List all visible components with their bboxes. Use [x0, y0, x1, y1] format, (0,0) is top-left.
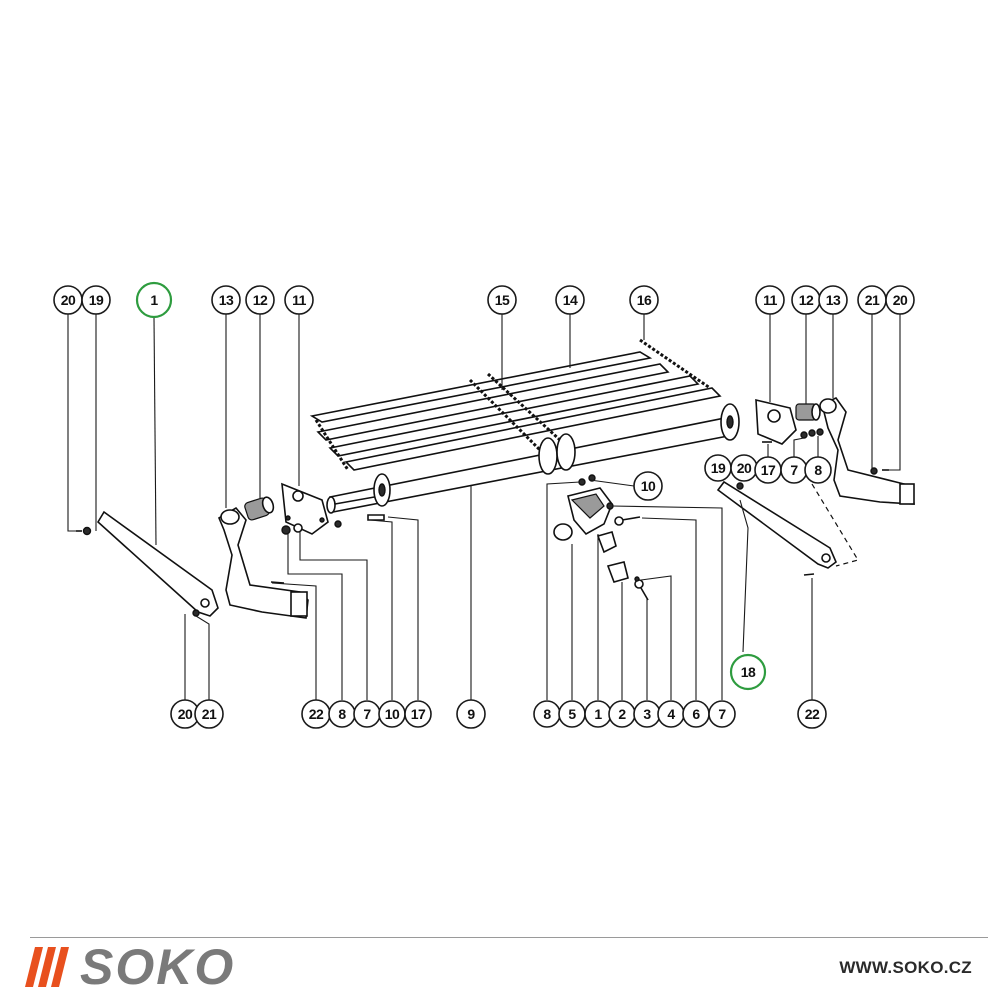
svg-text:8: 8 [543, 706, 551, 722]
svg-text:19: 19 [89, 292, 104, 308]
callouts: 20 19 1 13 12 11 15 14 16 11 12 13 21 20… [53, 281, 915, 729]
callout-8: 8 [804, 456, 832, 484]
callout-2: 2 [608, 700, 636, 728]
callout-20: 20 [885, 285, 915, 315]
callout-7: 7 [708, 700, 736, 728]
svg-text:15: 15 [495, 292, 510, 308]
parts-drawing [76, 338, 915, 619]
callout-14: 14 [555, 285, 585, 315]
center-coupling-parts [553, 474, 649, 601]
svg-text:20: 20 [737, 460, 752, 476]
svg-text:3: 3 [643, 706, 651, 722]
callout-17: 17 [404, 700, 432, 728]
svg-text:20: 20 [178, 706, 193, 722]
svg-text:18: 18 [741, 664, 756, 680]
callout-21: 21 [857, 285, 887, 315]
svg-text:22: 22 [805, 706, 820, 722]
callout-20: 20 [53, 285, 83, 315]
right-arm-part [716, 480, 859, 576]
svg-text:11: 11 [763, 292, 778, 308]
callout-5: 5 [558, 700, 586, 728]
callout-8: 8 [328, 700, 356, 728]
svg-text:1: 1 [150, 292, 158, 308]
callout-11: 11 [755, 285, 785, 315]
callout-11: 11 [284, 285, 314, 315]
callout-6: 6 [682, 700, 710, 728]
svg-text:7: 7 [718, 706, 726, 722]
svg-text:10: 10 [641, 478, 656, 494]
footer-divider [30, 937, 988, 938]
svg-text:20: 20 [893, 292, 908, 308]
left-bracket-part [217, 506, 309, 619]
website-link[interactable]: WWW.SOKO.CZ [839, 958, 972, 977]
soko-logo[interactable]: SOKO [25, 939, 236, 995]
chain-slat-assembly [309, 338, 722, 471]
left-plate-part [281, 482, 329, 535]
svg-text:20: 20 [61, 292, 76, 308]
svg-text:16: 16 [637, 292, 652, 308]
left-arm-part [76, 510, 219, 617]
leader-lines [67, 314, 901, 700]
svg-text:8: 8 [338, 706, 346, 722]
svg-text:7: 7 [363, 706, 371, 722]
callout-1: 1 [584, 700, 612, 728]
callout-22: 22 [301, 699, 331, 729]
svg-text:14: 14 [563, 292, 578, 308]
callout-8: 8 [533, 700, 561, 728]
callout-7: 7 [780, 456, 808, 484]
svg-text:13: 13 [219, 292, 234, 308]
callout-12: 12 [245, 285, 275, 315]
svg-text:5: 5 [568, 706, 576, 722]
svg-text:7: 7 [790, 462, 798, 478]
callout-7: 7 [353, 700, 381, 728]
svg-text:6: 6 [692, 706, 700, 722]
svg-text:12: 12 [253, 292, 268, 308]
svg-text:11: 11 [292, 292, 307, 308]
svg-text:1: 1 [594, 706, 602, 722]
svg-text:8: 8 [814, 462, 822, 478]
right-bracket-part [819, 397, 915, 505]
callout-12: 12 [791, 285, 821, 315]
svg-text:17: 17 [411, 706, 426, 722]
logo-stripes-icon [25, 947, 69, 987]
svg-text:21: 21 [202, 706, 217, 722]
callout-1-highlighted: 1 [135, 281, 173, 319]
svg-text:2: 2 [618, 706, 626, 722]
sprockets [373, 403, 740, 507]
callout-21: 21 [194, 699, 224, 729]
callout-4: 4 [657, 700, 685, 728]
callout-3: 3 [633, 700, 661, 728]
svg-text:10: 10 [385, 706, 400, 722]
callout-19: 19 [704, 454, 732, 482]
svg-text:13: 13 [826, 292, 841, 308]
callout-15: 15 [487, 285, 517, 315]
callout-10: 10 [378, 700, 406, 728]
left-small-hardware [270, 514, 385, 584]
svg-text:22: 22 [309, 706, 324, 722]
callout-18-highlighted: 18 [729, 653, 767, 691]
callout-9: 9 [456, 699, 486, 729]
svg-text:21: 21 [865, 292, 880, 308]
callout-16: 16 [629, 285, 659, 315]
callout-19: 19 [81, 285, 111, 315]
callout-13: 13 [818, 285, 848, 315]
svg-text:19: 19 [711, 460, 726, 476]
svg-text:12: 12 [799, 292, 814, 308]
logo-wordmark: SOKO [80, 939, 236, 995]
callout-10: 10 [633, 471, 663, 501]
svg-text:4: 4 [667, 706, 675, 722]
svg-text:9: 9 [467, 706, 475, 722]
callout-17: 17 [754, 456, 782, 484]
svg-text:17: 17 [761, 462, 776, 478]
left-bushing-part [244, 496, 275, 521]
right-plate-part [755, 398, 824, 445]
callout-20: 20 [730, 454, 758, 482]
callout-22: 22 [797, 699, 827, 729]
callout-13: 13 [211, 285, 241, 315]
